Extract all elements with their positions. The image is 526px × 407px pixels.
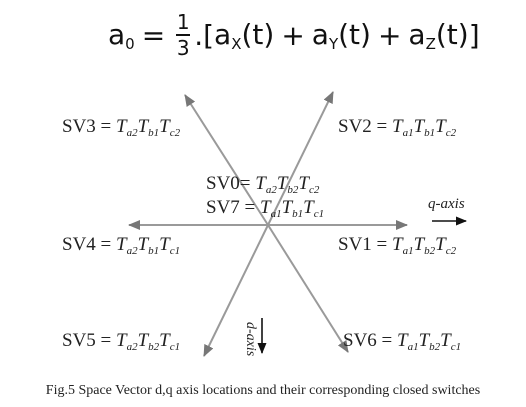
d-axis-label: d-axis <box>243 322 258 357</box>
eq-plus-1: + <box>281 18 305 52</box>
label-sv1: SV1 = Ta1Tb2Tc2 <box>338 234 457 257</box>
label-sv6: SV6 = Ta1Tb2Tc1 <box>343 330 462 353</box>
label-sv3: SV3 = Ta2Tb1Tc2 <box>62 116 181 139</box>
vector-line-sv3 <box>184 94 269 226</box>
label-sv2: SV2 = Ta1Tb1Tc2 <box>338 116 457 139</box>
eq-numerator: 1 <box>176 10 190 34</box>
vector-line-sv5 <box>203 224 269 357</box>
eq-term-x: aX(t) <box>214 17 275 53</box>
figure-caption: Fig.5 Space Vector d,q axis locations an… <box>45 383 481 398</box>
vector-line-sv2 <box>267 91 334 226</box>
average-vector-equation: a0 = 1 3 . [ aX(t) + aY(t) + aZ(t) ] <box>108 8 480 62</box>
label-sv4: SV4 = Ta2Tb1Tc1 <box>62 234 181 257</box>
eq-term-y: aY(t) <box>311 17 371 53</box>
label-sv7: SV7 = Ta1Tb1Tc1 <box>206 197 325 220</box>
eq-plus-2: + <box>377 18 402 52</box>
q-axis-label: q-axis <box>428 196 465 212</box>
eq-term-z: aZ(t) <box>408 17 469 53</box>
eq-fraction: 1 3 <box>176 10 191 60</box>
label-sv0: SV0= Ta2Tb2Tc2 <box>206 173 320 196</box>
eq-open-bracket: [ <box>203 18 215 52</box>
fraction-bar <box>176 34 191 36</box>
vector-line-sv6 <box>267 224 349 353</box>
eq-dot: . <box>194 18 204 52</box>
label-sv5: SV5 = Ta2Tb2Tc1 <box>62 330 181 353</box>
eq-denominator: 3 <box>176 36 190 60</box>
eq-close-bracket: ] <box>468 18 480 52</box>
eq-lhs: a0 <box>108 17 135 53</box>
eq-equals: = <box>141 18 166 52</box>
